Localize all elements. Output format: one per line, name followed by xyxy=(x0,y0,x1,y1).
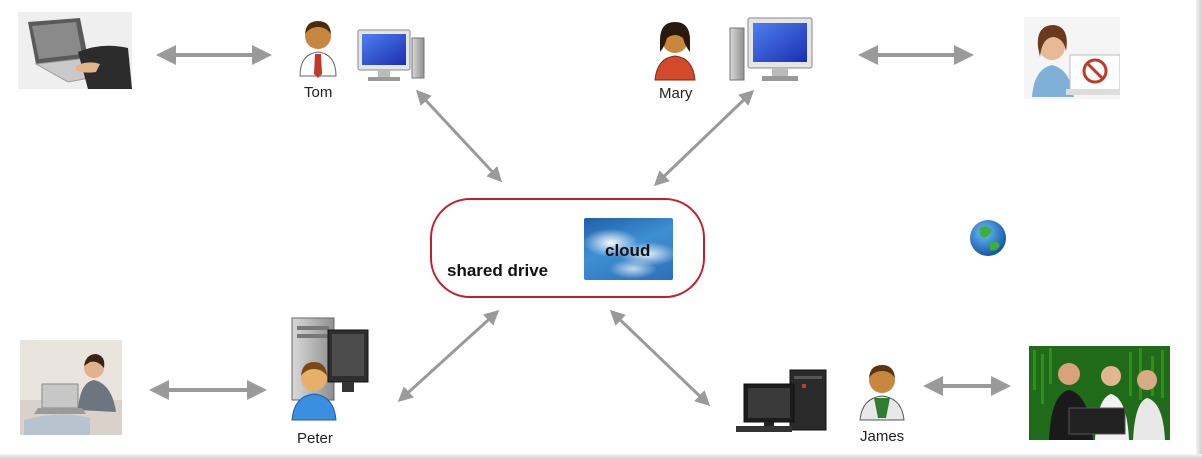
arrow-tom-hub xyxy=(415,89,503,183)
frame-edge-right xyxy=(1196,0,1202,459)
cloud-label: cloud xyxy=(605,241,651,260)
tom-person-icon xyxy=(299,21,337,78)
arrow-peter-hub xyxy=(397,309,500,403)
mary-label: Mary xyxy=(659,85,693,102)
mary-monitor-icon xyxy=(729,17,813,81)
cloud-image xyxy=(584,218,673,280)
james-computer-icon xyxy=(736,369,827,432)
mary-person-icon xyxy=(654,22,696,81)
peter-label: Peter xyxy=(297,430,333,447)
arrow-mary-hub xyxy=(653,89,755,187)
tom-monitor-icon xyxy=(357,29,425,81)
arrow-james-hub xyxy=(609,309,711,407)
laptop-typing-photo xyxy=(18,12,132,89)
shared-drive-label: shared drive xyxy=(447,261,549,280)
woman-laptop-photo xyxy=(1024,17,1120,99)
relaxed-man-laptop-photo xyxy=(20,340,122,435)
tom-label: Tom xyxy=(304,84,333,101)
frame-edge-bottom xyxy=(0,454,1202,459)
james-person-icon xyxy=(859,365,905,421)
james-label: James xyxy=(860,428,905,445)
peter-person-icon xyxy=(291,362,337,421)
team-meeting-photo xyxy=(1029,346,1170,440)
globe-icon xyxy=(970,220,1006,256)
peter-computer-icon xyxy=(291,317,369,401)
